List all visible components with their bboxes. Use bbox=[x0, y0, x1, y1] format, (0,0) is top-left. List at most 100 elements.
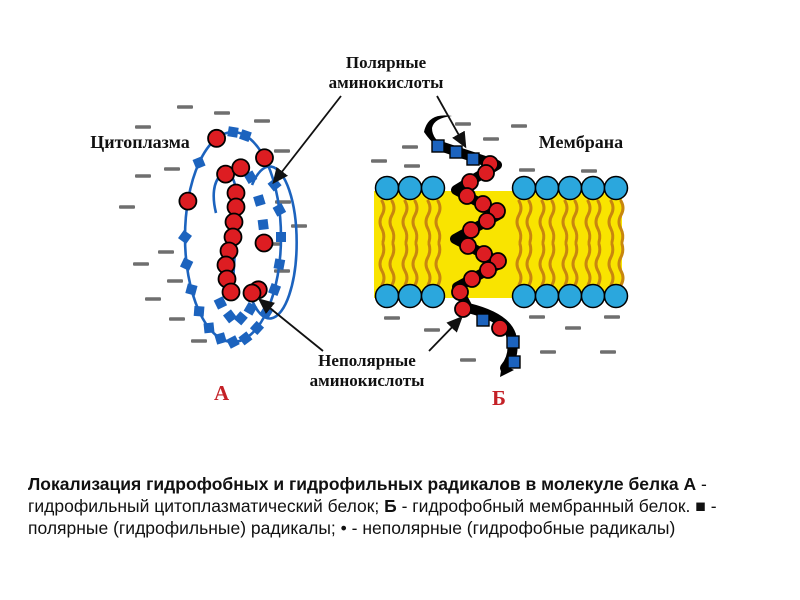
water-molecule-dash bbox=[164, 167, 180, 171]
lipid-head bbox=[557, 175, 583, 201]
lipid-tail bbox=[378, 199, 386, 244]
water-molecule-dash bbox=[519, 168, 535, 172]
annotation-arrows bbox=[257, 95, 467, 352]
label-cytoplasm: Цитоплазма bbox=[90, 132, 190, 152]
lipid-head bbox=[420, 175, 446, 201]
arrow-polar-to-b bbox=[436, 95, 467, 149]
polar-radical-bead bbox=[276, 232, 286, 242]
label-membrane: Мембрана bbox=[538, 132, 624, 152]
protein-a-inner-loop bbox=[250, 165, 298, 320]
lipid-tail bbox=[538, 242, 546, 287]
polar-radical-bead bbox=[238, 331, 253, 346]
polar-radical-bead bbox=[267, 177, 282, 192]
polar-radical-bead bbox=[249, 320, 265, 335]
water-molecule-dash bbox=[581, 169, 597, 173]
nonpolar-radical-bead bbox=[462, 221, 480, 239]
caption-segment: - гидрофобный мембранный белок. ■ - поля… bbox=[28, 496, 717, 539]
lipid-tail bbox=[378, 242, 386, 287]
lipid-tail bbox=[561, 242, 569, 287]
lipid-tail bbox=[411, 242, 419, 287]
lipid-tail bbox=[424, 242, 432, 287]
lipid-tail bbox=[388, 242, 396, 287]
polar-radical-bead bbox=[226, 335, 240, 349]
lipid-tail bbox=[617, 242, 625, 287]
lipid-head bbox=[511, 175, 537, 201]
water-molecule-dash bbox=[167, 279, 183, 283]
lipid-tail bbox=[571, 242, 579, 287]
nonpolar-radical-bead bbox=[242, 283, 262, 303]
lipid-tail bbox=[594, 199, 602, 244]
helix-end-tip bbox=[500, 364, 514, 377]
water-molecule-dash bbox=[254, 119, 270, 123]
lipid-tail bbox=[584, 199, 592, 244]
lipid-tail bbox=[525, 199, 533, 244]
water-molecule-dash bbox=[529, 315, 545, 319]
nonpolar-radical-bead bbox=[475, 245, 493, 263]
arrow-polar-to-a bbox=[272, 95, 342, 185]
caption: Локализация гидрофобных и гидрофильных р… bbox=[28, 473, 784, 540]
water-molecule-dash bbox=[177, 105, 193, 109]
lipid-tail bbox=[594, 242, 602, 287]
lipid-head bbox=[534, 283, 560, 309]
lipid-tail bbox=[548, 242, 556, 287]
water-molecule-dash bbox=[455, 122, 471, 126]
polar-radical-bead bbox=[273, 258, 286, 271]
water-molecule-dash bbox=[158, 250, 174, 254]
nonpolar-radical-bead bbox=[451, 283, 469, 301]
lipid-tail bbox=[401, 199, 409, 244]
polar-radical-bead bbox=[257, 219, 269, 231]
nonpolar-radical-bead bbox=[474, 195, 492, 213]
lipid-tail bbox=[548, 199, 556, 244]
water-molecule-dash bbox=[511, 124, 527, 128]
lipid-head bbox=[603, 175, 629, 201]
polar-radical-bead bbox=[192, 156, 206, 170]
nonpolar-radical-bead bbox=[477, 164, 495, 182]
water-molecule-dash bbox=[424, 328, 440, 332]
nonpolar-radical-bead bbox=[459, 237, 477, 255]
label-nonpolar-amino-acids: Неполярные аминокислоты bbox=[309, 351, 425, 391]
lipid-tail bbox=[515, 199, 523, 244]
protein-localization-diagram bbox=[119, 95, 629, 377]
lipid-head bbox=[374, 283, 400, 309]
water-molecule-dash bbox=[402, 145, 418, 149]
water-molecule-dash bbox=[135, 125, 151, 129]
polar-radical-bead bbox=[179, 257, 194, 271]
lipid-head bbox=[580, 175, 606, 201]
lipid-tail bbox=[434, 199, 442, 244]
nonpolar-radical-bead bbox=[479, 261, 497, 279]
polar-radical-bead bbox=[223, 309, 238, 324]
nonpolar-radical-bead bbox=[231, 158, 251, 178]
letter-b: Б bbox=[492, 386, 506, 410]
lipid-head bbox=[397, 175, 423, 201]
polar-radical-bead bbox=[185, 283, 198, 296]
polar-radical-bead bbox=[506, 335, 520, 349]
lipid-tail bbox=[515, 242, 523, 287]
lipid-tail bbox=[607, 199, 615, 244]
nonpolar-radical-bead bbox=[221, 282, 241, 302]
polar-radical-bead bbox=[243, 301, 258, 316]
polar-radical-bead bbox=[233, 311, 248, 326]
polar-radical-bead bbox=[203, 322, 215, 334]
lipid-tail bbox=[424, 199, 432, 244]
polar-radical-bead bbox=[213, 296, 228, 310]
lipid-head bbox=[511, 283, 537, 309]
lipid-tail bbox=[584, 242, 592, 287]
water-molecule-dash bbox=[371, 159, 387, 163]
nonpolar-radical-bead bbox=[463, 270, 481, 288]
polar-radical-bead bbox=[431, 139, 445, 153]
nonpolar-radical-bead bbox=[178, 191, 198, 211]
label-polar-amino-acids: Полярные аминокислоты bbox=[328, 53, 444, 93]
nonpolar-radical-bead bbox=[207, 128, 226, 148]
membrane-bilayer bbox=[374, 175, 629, 309]
lipid-tail bbox=[571, 199, 579, 244]
caption-segment: - гидрофильный цитоплазматический белок; bbox=[28, 474, 707, 517]
lipid-tail bbox=[538, 199, 546, 244]
polar-radical-bead bbox=[239, 129, 252, 142]
polar-radical-bead bbox=[466, 152, 480, 166]
water-molecule-dash bbox=[214, 111, 230, 115]
water-molecule-dash bbox=[191, 339, 207, 343]
polar-radical-bead bbox=[268, 283, 282, 296]
polar-radical-bead bbox=[272, 203, 287, 217]
polar-radical-bead bbox=[178, 230, 192, 244]
